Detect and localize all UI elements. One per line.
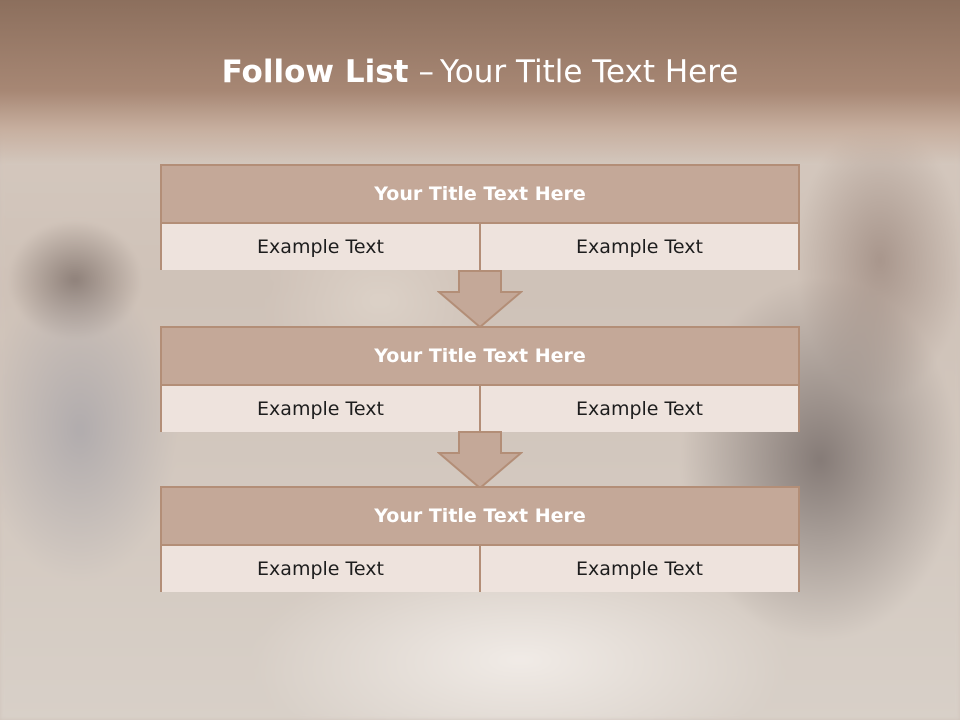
down-arrow-icon <box>437 431 523 490</box>
step-row: Example Text Example Text <box>162 546 798 592</box>
step-box-3: Your Title Text Here Example Text Exampl… <box>160 486 800 592</box>
title-band <box>0 0 960 165</box>
step-cell-right: Example Text <box>479 224 798 270</box>
step-title: Your Title Text Here <box>162 328 798 386</box>
step-cell-right: Example Text <box>479 386 798 432</box>
slide-title-dash: – <box>418 54 434 90</box>
slide-title: Follow List–Your Title Text Here <box>0 54 960 90</box>
step-cell-right: Example Text <box>479 546 798 592</box>
step-title: Your Title Text Here <box>162 488 798 546</box>
step-title: Your Title Text Here <box>162 166 798 224</box>
step-row: Example Text Example Text <box>162 224 798 270</box>
slide-title-strong: Follow List <box>221 54 409 90</box>
step-cell-left: Example Text <box>162 546 479 592</box>
step-row: Example Text Example Text <box>162 386 798 432</box>
down-arrow-icon <box>437 270 523 329</box>
slide-title-rest: Your Title Text Here <box>439 54 739 90</box>
step-box-1: Your Title Text Here Example Text Exampl… <box>160 164 800 270</box>
step-box-2: Your Title Text Here Example Text Exampl… <box>160 326 800 432</box>
step-cell-left: Example Text <box>162 386 479 432</box>
step-cell-left: Example Text <box>162 224 479 270</box>
